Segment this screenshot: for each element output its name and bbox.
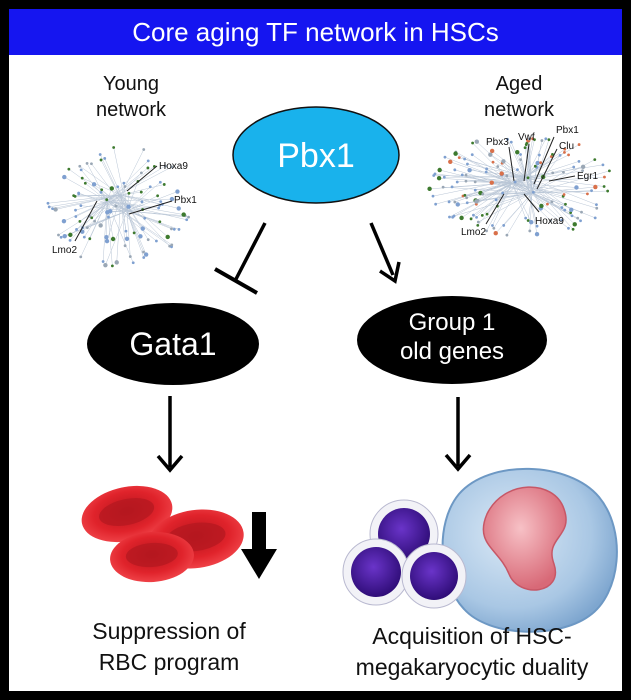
hsc-megakaryocyte-cells [342, 467, 618, 633]
aged-lmo2-leader [485, 193, 505, 225]
gata1-label: Gata1 [129, 326, 216, 362]
aged-clu-leader [536, 148, 558, 190]
downregulation-arrow-head [241, 549, 277, 579]
aged-hoxa9-leader [523, 193, 540, 213]
young-gene-lmo2: Lmo2 [52, 245, 77, 256]
aged-gene-clu: Clu [559, 141, 574, 152]
inhibition-line [233, 222, 267, 282]
young-gene-pbx1: Pbx1 [174, 195, 197, 206]
pbx1-label: Pbx1 [277, 137, 355, 175]
young-hoxa9-leader [126, 165, 158, 192]
outcome-right-line2: megakaryocytic duality [355, 654, 589, 680]
aged-network-label-line2: network [483, 99, 555, 121]
gata1-down-arrowhead [156, 454, 184, 473]
outcome-right-line1: Acquisition of HSC- [372, 623, 572, 649]
downregulation-arrow-shaft [252, 512, 266, 552]
group1-node [357, 296, 547, 384]
group1-down-arrowhead [444, 453, 472, 472]
aged-gene-egr1: Egr1 [577, 171, 599, 182]
aged-gene-pbx3: Pbx3 [486, 137, 509, 148]
title-bar: Core aging TF network in HSCs [9, 9, 622, 55]
figure-frame: Core aging TF network in HSCs [9, 9, 622, 691]
diagram-canvas: Hoxa9 Pbx1 Lmo2 Pbx3 Vwf Pbx1 Clu Egr1 H… [46, 106, 618, 633]
activation-arrowhead [379, 261, 401, 284]
aged-pbx3-leader [508, 146, 515, 182]
aged-egr1-leader [548, 175, 576, 182]
aged-vwf-leader [523, 143, 530, 182]
aged-gene-pbx1: Pbx1 [556, 125, 579, 136]
red-blood-cells [81, 485, 244, 583]
outcome-left-line1: Suppression of [92, 618, 246, 644]
outcome-left-line2: RBC program [98, 649, 240, 675]
young-network-graph [46, 146, 190, 268]
group1-label-line2: old genes [400, 338, 504, 365]
young-network-label-line2: network [95, 99, 167, 121]
activation-line [369, 222, 395, 276]
aged-gene-lmo2: Lmo2 [461, 227, 486, 238]
inhibition-bar [214, 267, 258, 295]
gata1-node [87, 303, 259, 385]
young-network-label-line1: Young [103, 73, 159, 95]
young-lmo2-leader [74, 200, 98, 242]
young-pbx1-leader [128, 200, 173, 215]
aged-gene-hoxa9: Hoxa9 [535, 216, 564, 227]
young-gene-hoxa9: Hoxa9 [159, 161, 188, 172]
pbx1-node [232, 106, 400, 204]
aged-gene-vwf: Vwf [518, 132, 535, 143]
aged-pbx1-leader [533, 136, 555, 185]
aged-network-label-line1: Aged [495, 73, 543, 95]
aged-network-graph [427, 137, 611, 237]
group1-label-line1: Group 1 [409, 309, 496, 336]
